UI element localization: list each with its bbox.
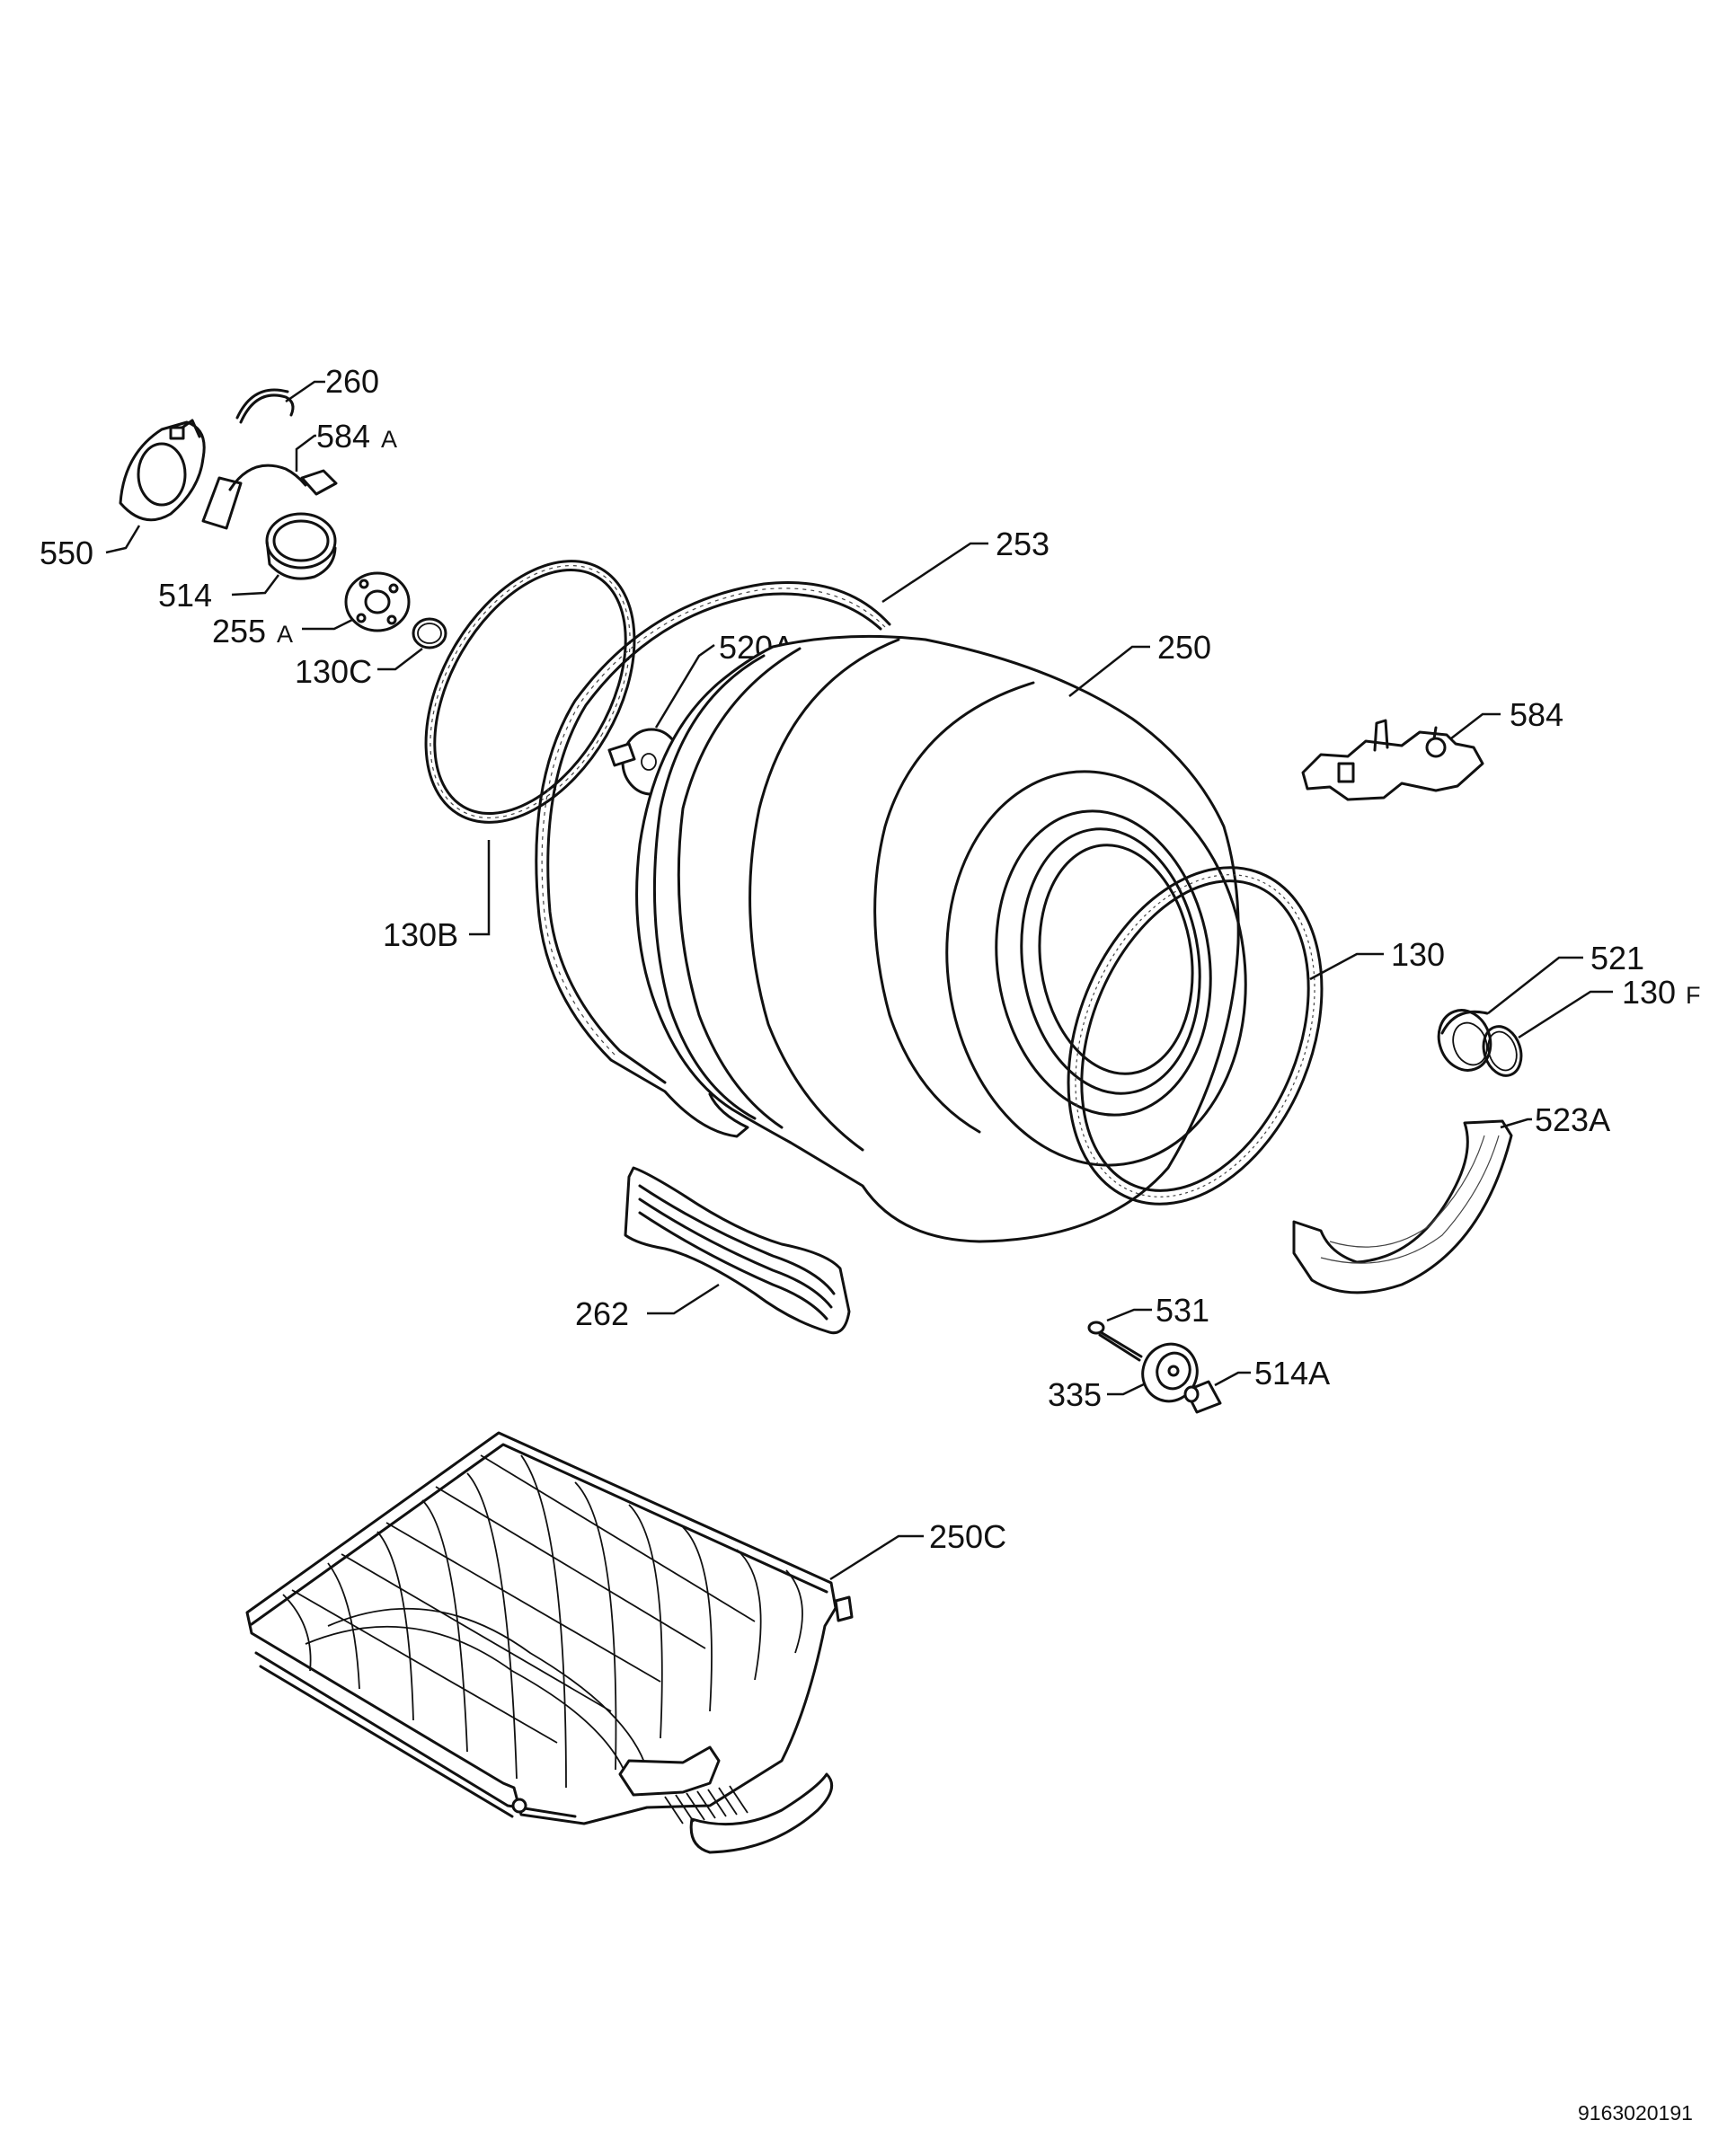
part-531-screw (1087, 1321, 1143, 1362)
leader-130 (1309, 952, 1384, 981)
label-255a-suffix: A (277, 621, 293, 648)
leader-253 (881, 542, 988, 604)
part-130f-clip (1482, 1025, 1523, 1077)
part-514a-pin (1183, 1380, 1222, 1414)
leader-130c (377, 648, 423, 671)
part-130c-circlip (412, 617, 447, 649)
label-130c: 130C (295, 653, 372, 690)
leader-262 (647, 1283, 720, 1315)
part-253-back-plate (535, 580, 891, 1138)
label-250c: 250C (929, 1518, 1006, 1555)
part-130b-seal (424, 560, 636, 824)
part-250-drum (635, 634, 1247, 1243)
leader-260 (285, 380, 325, 403)
leader-523a (1500, 1118, 1532, 1129)
label-523a: 523A (1535, 1101, 1610, 1138)
part-550-bearing-housing (119, 419, 206, 522)
part-521-cap (1437, 1009, 1492, 1072)
part-584a-sensor (201, 464, 338, 530)
label-514: 514 (158, 577, 212, 614)
leader-514a (1214, 1371, 1251, 1387)
label-584a-number: 584 (316, 418, 370, 455)
label-584a-suffix: A (381, 426, 397, 453)
label-521: 521 (1590, 940, 1644, 976)
part-130-front-seal (1067, 866, 1324, 1206)
label-130b: 130B (383, 916, 458, 953)
leader-130b (469, 840, 491, 936)
part-262-baffle (624, 1166, 851, 1335)
label-130: 130 (1391, 936, 1445, 973)
label-130f-suffix: F (1686, 982, 1701, 1009)
leader-335 (1107, 1382, 1147, 1396)
leader-520a (654, 643, 715, 729)
leader-521 (1487, 956, 1583, 1014)
part-255a-flange (344, 571, 411, 632)
label-250: 250 (1157, 629, 1211, 666)
leader-550 (105, 525, 141, 554)
label-253: 253 (996, 526, 1050, 562)
leader-514 (231, 574, 279, 596)
leader-250c (829, 1534, 924, 1581)
part-523a-segment (1292, 1119, 1513, 1294)
document-number: 9163020191 (1578, 2101, 1693, 2125)
leader-531 (1106, 1308, 1152, 1322)
leader-584 (1450, 712, 1501, 739)
leader-584a (295, 434, 316, 472)
leader-255a (302, 618, 353, 631)
label-262: 262 (575, 1295, 629, 1332)
label-514a: 514A (1254, 1355, 1330, 1392)
part-250c-rack (245, 1431, 854, 1854)
label-531: 531 (1156, 1292, 1209, 1329)
part-335-wheel (1141, 1342, 1199, 1403)
label-130f-number: 130 (1622, 974, 1676, 1011)
leader-250 (1068, 645, 1150, 697)
part-514-ring (265, 512, 337, 580)
part-260-wire (235, 388, 295, 424)
label-335: 335 (1048, 1376, 1102, 1413)
label-255a-number: 255 (212, 613, 266, 649)
label-550: 550 (40, 535, 93, 571)
label-260: 260 (325, 363, 379, 400)
label-584: 584 (1510, 696, 1563, 733)
leader-130f (1518, 990, 1613, 1039)
part-584-bracket (1301, 719, 1484, 801)
